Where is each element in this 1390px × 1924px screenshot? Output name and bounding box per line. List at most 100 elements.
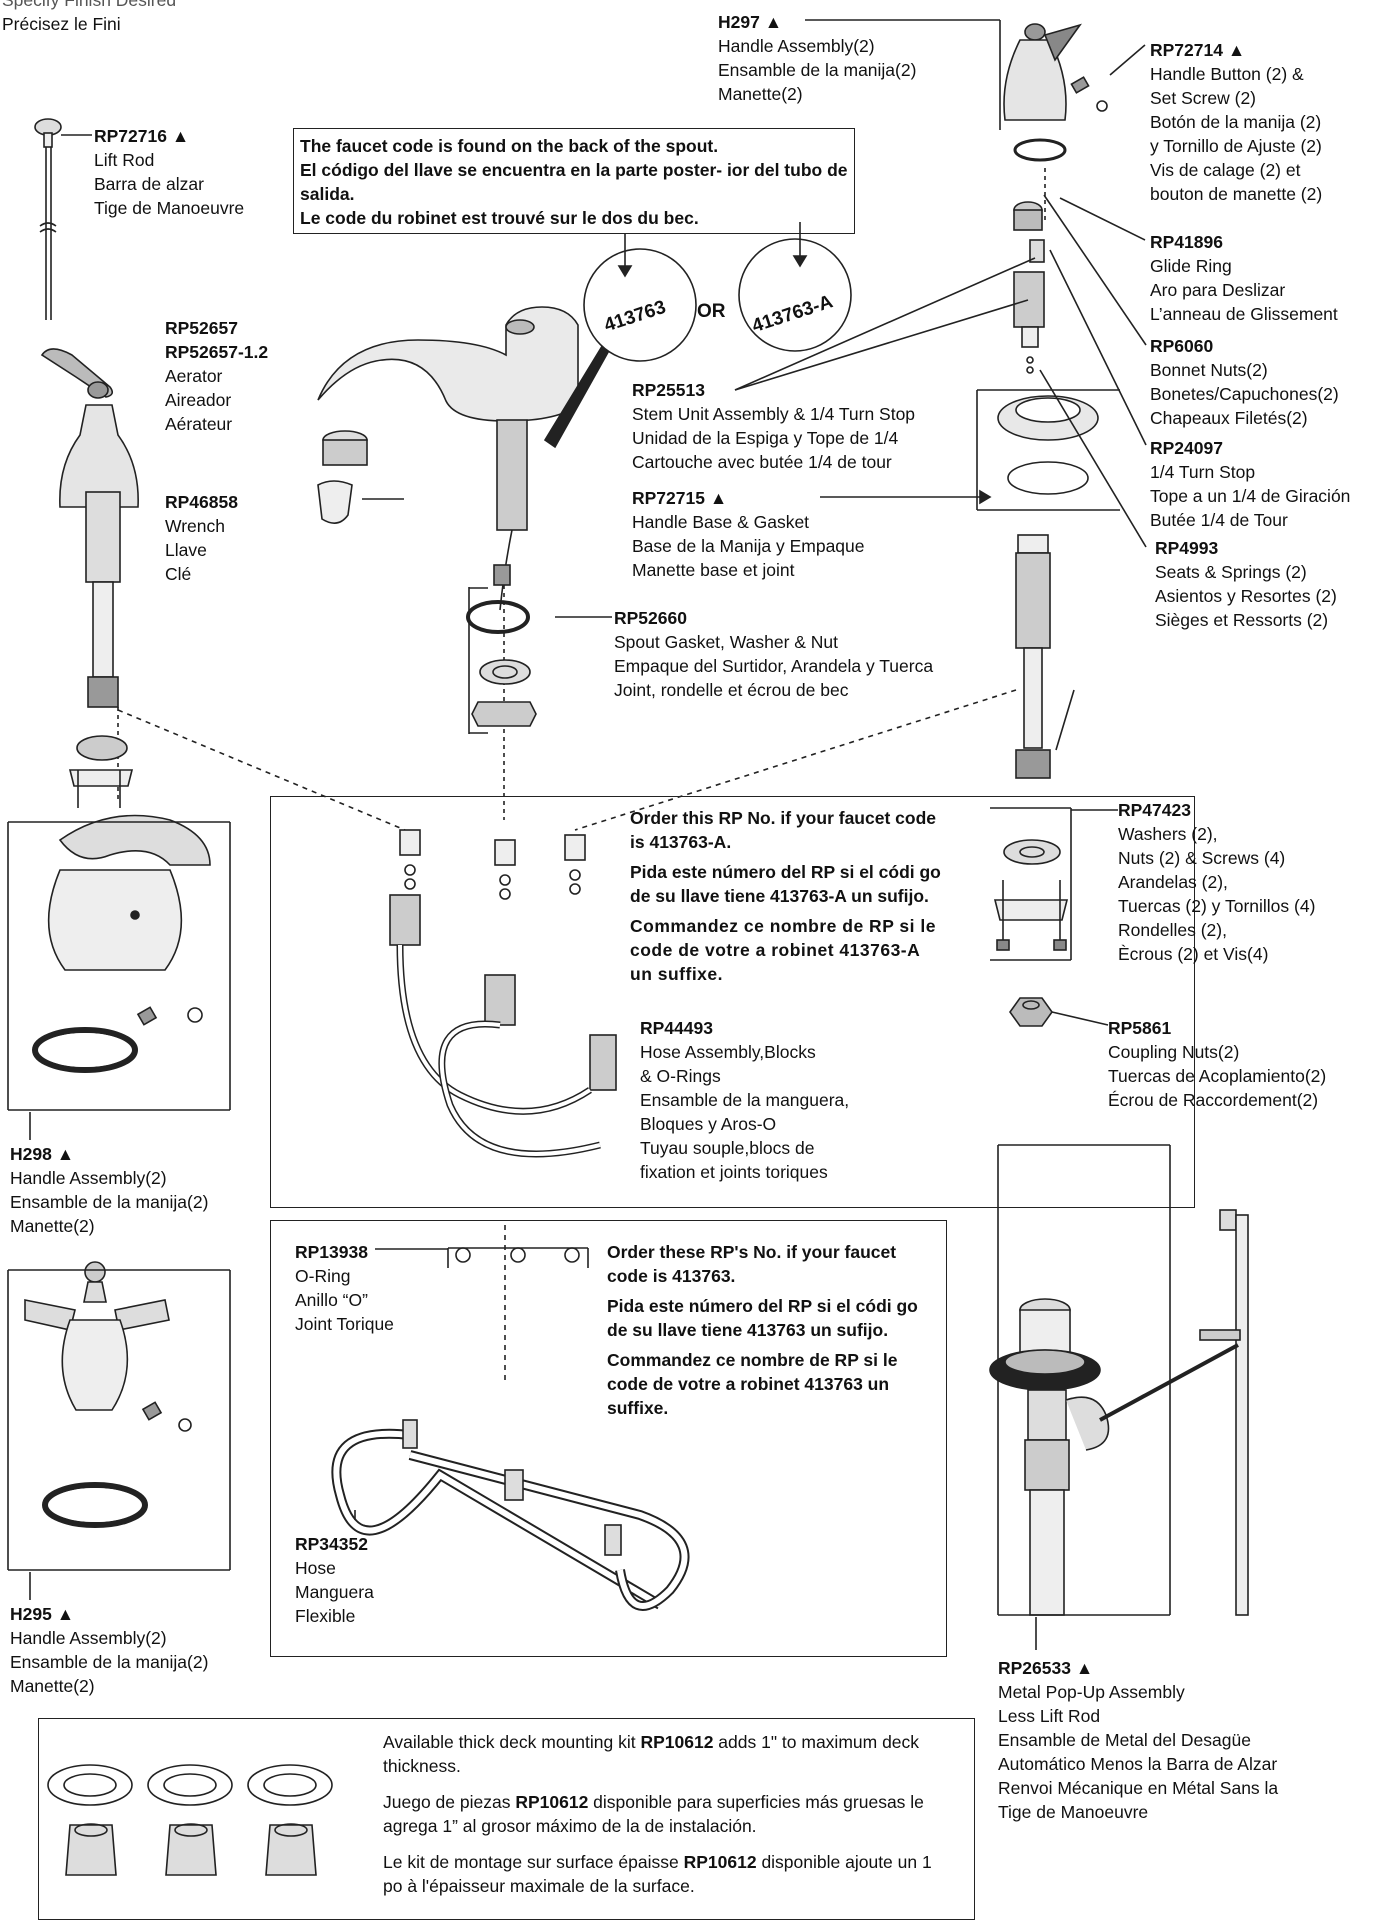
- thick-deck-kit-text: Available thick deck mounting kit RP1061…: [383, 1730, 948, 1910]
- thick-deck-kit-box: [38, 1718, 975, 1920]
- rp25513-line-1: Stem Unit Assembly & 1/4 Turn Stop: [632, 404, 916, 424]
- part-code-rp52657-1-2: RP52657-1.2: [165, 342, 269, 362]
- rp52660-line-1: Spout Gasket, Washer & Nut: [614, 632, 839, 652]
- rp52657-line-1: Aerator: [165, 366, 223, 386]
- rp41896-line-1: Glide Ring: [1150, 256, 1232, 276]
- rp6060-line-1: Bonnet Nuts(2): [1150, 360, 1268, 380]
- order-b-note-es: Pida este número del RP si el códi go de…: [607, 1296, 918, 1340]
- order-a-note-en: Order this RP No. if your faucet code is…: [630, 808, 936, 852]
- h298-line-2: Ensamble de la manija(2): [10, 1192, 209, 1212]
- rp47423-line-4: Tuercas (2) y Tornillos (4): [1118, 896, 1316, 916]
- h295-line-2: Ensamble de la manija(2): [10, 1652, 209, 1672]
- order-a-note-fr: Commandez ce nombre de RP si le code de …: [630, 916, 936, 984]
- rp4993-line-3: Sièges et Ressorts (2): [1155, 610, 1329, 630]
- order-b-note: Order these RP's No. if your faucet code…: [607, 1240, 937, 1420]
- kit-es-code: RP10612: [515, 1792, 589, 1812]
- part-code-rp26533: RP26533 ▲: [998, 1658, 1094, 1678]
- kit-text-fr: Le kit de montage sur surface épaisse RP…: [383, 1850, 948, 1898]
- h295-line-1: Handle Assembly(2): [10, 1628, 167, 1648]
- kit-en-code: RP10612: [640, 1732, 714, 1752]
- rp47423-line-2: Nuts (2) & Screws (4): [1118, 848, 1286, 868]
- h297-line-2: Ensamble de la manija(2): [718, 60, 917, 80]
- wrench-drawing: [317, 480, 404, 524]
- h297-line-3: Manette(2): [718, 84, 803, 104]
- h295-line-3: Manette(2): [10, 1676, 95, 1696]
- label-h298: H298 ▲Handle Assembly(2)Ensamble de la m…: [10, 1142, 208, 1238]
- rp52660-line-3: Joint, rondelle et écrou de bec: [614, 680, 849, 700]
- rp26533-line-1: Metal Pop-Up Assembly: [998, 1682, 1185, 1702]
- part-code-rp25513: RP25513: [632, 380, 705, 400]
- mounting-hardware-drawing: [993, 839, 1069, 951]
- rp25513-line-2: Unidad de la Espiga y Tope de 1/4: [632, 428, 899, 448]
- rp34352-line-1: Hose: [295, 1558, 336, 1578]
- rp24097-line-2: Tope a un 1/4 de Giración: [1150, 486, 1351, 506]
- rp72716-line-3: Tige de Manoeuvre: [94, 198, 245, 218]
- label-rp72714: RP72714 ▲Handle Button (2) &Set Screw (2…: [1150, 38, 1322, 206]
- rp72714-line-2: Set Screw (2): [1150, 88, 1256, 108]
- kit-es-post: disponible para superficies más gruesas …: [383, 1792, 924, 1836]
- kit-text-es: Juego de piezas RP10612 disponible para …: [383, 1790, 948, 1838]
- rp44493-line-1: Hose Assembly,Blocks: [640, 1042, 816, 1062]
- part-code-rp24097: RP24097: [1150, 438, 1223, 458]
- rp72716-line-1: Lift Rod: [94, 150, 155, 170]
- rp72715-line-3: Manette base et joint: [632, 560, 795, 580]
- rp72716-line-2: Barra de alzar: [94, 174, 204, 194]
- order-a-note-es: Pida este número del RP si el códi go de…: [630, 862, 941, 906]
- part-code-rp52660: RP52660: [614, 608, 687, 628]
- rp44493-line-3: Ensamble de la manguera,: [640, 1090, 850, 1110]
- thick-deck-kit-drawing: [47, 1764, 333, 1876]
- rp72715-line-1: Handle Base & Gasket: [632, 512, 810, 532]
- rp47423-line-1: Washers (2),: [1118, 824, 1218, 844]
- rp72714-line-4: y Tornillo de Ajuste (2): [1150, 136, 1322, 156]
- rp47423-line-3: Arandelas (2),: [1118, 872, 1228, 892]
- rp34352-line-3: Flexible: [295, 1606, 356, 1626]
- code-circle-b: [738, 238, 852, 352]
- rp4993-line-1: Seats & Springs (2): [1155, 562, 1307, 582]
- label-h297: H297 ▲Handle Assembly(2)Ensamble de la m…: [718, 10, 916, 106]
- order-b-note-fr: Commandez ce nombre de RP si le code de …: [607, 1350, 898, 1418]
- part-code-rp41896: RP41896: [1150, 232, 1223, 252]
- header-line-1: Specify Finish Desired: [2, 0, 177, 10]
- rp24097-line-3: Butée 1/4 de Tour: [1150, 510, 1288, 530]
- rp72714-line-6: bouton de manette (2): [1150, 184, 1323, 204]
- part-code-rp52657: RP52657: [165, 318, 238, 338]
- rp5861-line-1: Coupling Nuts(2): [1108, 1042, 1240, 1062]
- coupling-nut-drawing: [1009, 997, 1053, 1027]
- lift-rod-drawing: [34, 118, 62, 320]
- rp47423-line-6: Ècrous (2) et Vis(4): [1118, 944, 1269, 964]
- aerator-drawing: [322, 430, 368, 466]
- faucet-code-note-fr: Le code du robinet est trouvé sur le dos…: [300, 208, 699, 228]
- rp44493-line-4: Bloques y Aros-O: [640, 1114, 777, 1134]
- rp44493-line-5: Tuyau souple,blocs de: [640, 1138, 815, 1158]
- part-code-rp5861: RP5861: [1108, 1018, 1172, 1038]
- kit-text-en: Available thick deck mounting kit RP1061…: [383, 1730, 948, 1778]
- rp6060-line-2: Bonetes/Capuchones(2): [1150, 384, 1339, 404]
- rp46858-line-2: Llave: [165, 540, 207, 560]
- kit-fr-post: disponible ajoute un 1 po à l'épaisseur …: [383, 1852, 932, 1896]
- order-a-note: Order this RP No. if your faucet code is…: [630, 806, 945, 986]
- code-circle-a: [583, 248, 697, 362]
- rp24097-line-1: 1/4 Turn Stop: [1150, 462, 1256, 482]
- rp72714-line-3: Botón de la manija (2): [1150, 112, 1322, 132]
- rp41896-line-2: Aro para Deslizar: [1150, 280, 1286, 300]
- rp5861-line-2: Tuercas de Acoplamiento(2): [1108, 1066, 1327, 1086]
- rp52660-line-2: Empaque del Surtidor, Arandela y Tuerca: [614, 656, 934, 676]
- part-code-h297: H297 ▲: [718, 12, 783, 32]
- part-code-rp72715: RP72715 ▲: [632, 488, 728, 508]
- right-handle-drawing: [997, 23, 1108, 779]
- rp13938-line-1: O-Ring: [295, 1266, 351, 1286]
- kit-fr-pre: Le kit de montage sur surface épaisse: [383, 1852, 684, 1872]
- rp41896-line-3: L’anneau de Glissement: [1150, 304, 1338, 324]
- faucet-code-note-box: [293, 128, 855, 234]
- part-code-h295: H295 ▲: [10, 1604, 75, 1624]
